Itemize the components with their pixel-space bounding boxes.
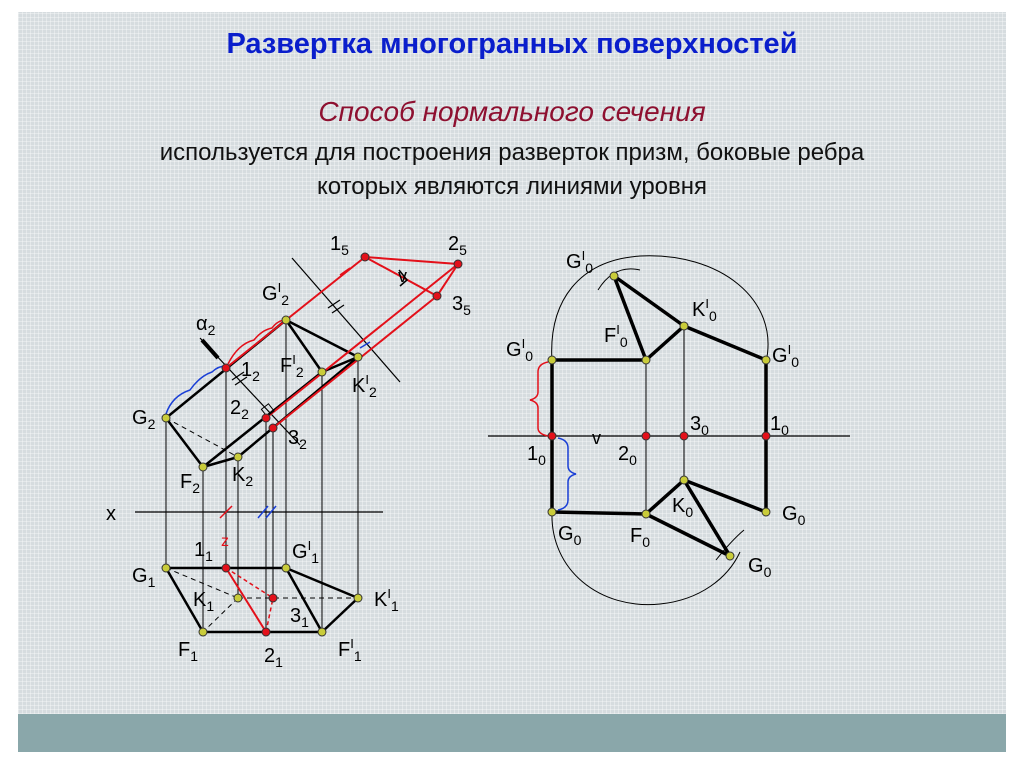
arc-bottom bbox=[551, 511, 741, 606]
dev-label-F-0: F0 bbox=[630, 525, 650, 550]
label-K-2: K2 bbox=[232, 464, 253, 489]
label-2-1: 21 bbox=[264, 645, 283, 670]
arc-short-top bbox=[597, 268, 641, 291]
slide-description: используется для построения разверток пр… bbox=[0, 136, 1024, 204]
front-hidden-edge bbox=[165, 417, 239, 458]
dev-label-G-0-right: G0 bbox=[782, 503, 806, 528]
label-K-1: K1 bbox=[193, 589, 214, 614]
description-line-1: используется для построения разверток пр… bbox=[159, 139, 865, 166]
label-F-1: F1 bbox=[178, 639, 198, 664]
label-G1-1: GI1 bbox=[292, 538, 319, 566]
new-axis-line bbox=[291, 257, 401, 383]
projection-points bbox=[161, 252, 463, 637]
dev-label-v: v bbox=[592, 428, 601, 448]
label-K1-2: KI2 bbox=[352, 372, 377, 400]
red-hidden-section-2 bbox=[225, 567, 274, 599]
red-brace-top bbox=[227, 319, 287, 365]
small-square-mark bbox=[260, 403, 275, 418]
dev-label-1-0-left: 10 bbox=[527, 443, 546, 468]
label-F1-2: FI2 bbox=[280, 352, 304, 380]
label-F1-1: FI1 bbox=[338, 636, 362, 664]
red-section-lines bbox=[225, 256, 460, 633]
label-alpha: α2 bbox=[196, 313, 216, 338]
label-2-2: 22 bbox=[230, 397, 249, 422]
dev-label-1-0-right: 10 bbox=[770, 413, 789, 438]
dev-label-3-0: 30 bbox=[690, 413, 709, 438]
projection-labels: x α2 v z 15 25 35 GI2 FI2 KI2 12 22 32 G… bbox=[106, 233, 471, 670]
label-K1-1: KI1 bbox=[374, 586, 399, 614]
front-view-prism bbox=[165, 318, 359, 469]
label-1-5: 15 bbox=[330, 233, 349, 258]
slide-subtitle: Способ нормального сечения bbox=[318, 96, 706, 127]
projection-drawing: x α2 v z 15 25 35 GI2 FI2 KI2 12 22 32 G… bbox=[106, 233, 471, 670]
label-F-2: F2 bbox=[180, 471, 200, 496]
footer-bar bbox=[18, 714, 1006, 752]
dev-blue-brace bbox=[557, 437, 577, 511]
arc-short-bottom bbox=[715, 529, 745, 561]
slide-title: Развертка многогранных поверхностей bbox=[226, 28, 798, 60]
plane-alpha-hatch bbox=[200, 338, 220, 360]
label-3-5: 35 bbox=[452, 293, 471, 318]
red-hidden-section bbox=[265, 597, 274, 633]
dev-label-F1-0: FI0 bbox=[604, 322, 628, 350]
blue-brace-left bbox=[165, 365, 227, 415]
dev-label-G1-0-top: GI0 bbox=[566, 248, 593, 276]
dev-red-brace bbox=[529, 361, 549, 437]
label-3-1: 31 bbox=[290, 605, 309, 630]
label-G-1: G1 bbox=[132, 565, 156, 590]
blue-ticks bbox=[257, 341, 371, 519]
dev-labels: v GI0 KI0 FI0 GI0 GI0 30 10 10 20 K0 G0 … bbox=[506, 248, 806, 580]
label-1-1: 11 bbox=[194, 539, 213, 564]
dev-label-G-0-left: G0 bbox=[558, 523, 582, 548]
dev-label-G1-0-right: GI0 bbox=[772, 342, 799, 370]
label-z: z bbox=[221, 533, 229, 550]
top-view-prism bbox=[164, 566, 359, 634]
dev-outline bbox=[550, 274, 768, 558]
label-axis-x: x bbox=[106, 503, 116, 525]
dev-label-G1-0-left: GI0 bbox=[506, 336, 533, 364]
top-hidden-edges bbox=[165, 567, 358, 633]
label-G-2: G2 bbox=[132, 407, 156, 432]
arrow-v-mark bbox=[398, 269, 409, 287]
dev-label-K-0: K0 bbox=[672, 495, 693, 520]
dev-label-G-0-bottom: G0 bbox=[748, 555, 772, 580]
dev-label-2-0: 20 bbox=[618, 443, 637, 468]
label-G1-2: GI2 bbox=[262, 280, 289, 308]
tick-marks bbox=[231, 299, 345, 386]
dev-label-K1-0: KI0 bbox=[692, 296, 717, 324]
link-lines bbox=[165, 320, 359, 632]
arc-top bbox=[551, 255, 769, 363]
red-ticks bbox=[219, 267, 351, 519]
development-drawing: v GI0 KI0 FI0 GI0 GI0 30 10 10 20 K0 G0 … bbox=[488, 248, 850, 606]
description-line-2: которых являются линиями уровня bbox=[316, 173, 708, 200]
label-2-5: 25 bbox=[448, 233, 467, 258]
label-v-left: v bbox=[398, 266, 407, 286]
dev-points bbox=[547, 271, 771, 561]
label-3-2: 32 bbox=[288, 427, 307, 452]
label-1-2: 12 bbox=[241, 359, 260, 384]
